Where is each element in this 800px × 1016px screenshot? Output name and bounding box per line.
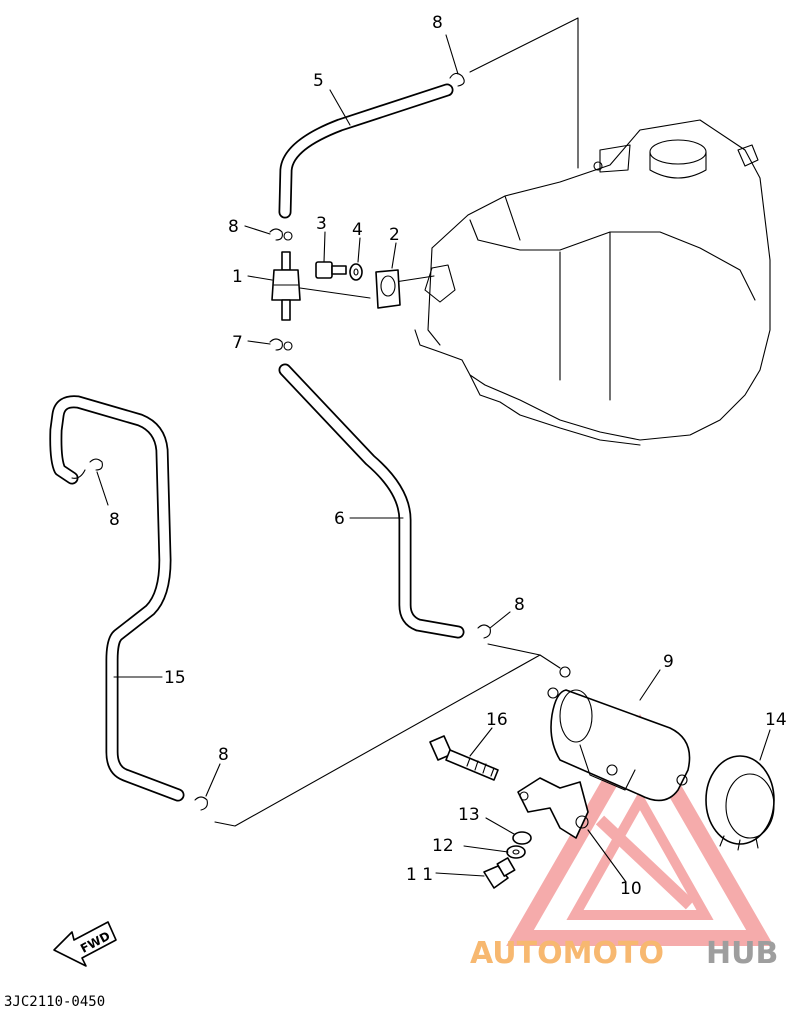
watermark-text: AUTOMOTO HUB bbox=[470, 936, 778, 971]
label-part-16: 16 bbox=[486, 710, 508, 730]
label-part-1: 1 bbox=[232, 267, 243, 287]
forward-arrow-icon: FWD bbox=[53, 921, 117, 967]
label-part-12: 12 bbox=[432, 836, 454, 856]
hose-6 bbox=[278, 363, 465, 639]
washer-part-12 bbox=[506, 845, 526, 859]
label-part-9: 9 bbox=[663, 652, 674, 672]
label-part-8: 8 bbox=[109, 510, 120, 530]
label-part-5: 5 bbox=[313, 71, 324, 91]
hose-15 bbox=[49, 395, 185, 802]
fuel-filter-part-1 bbox=[271, 251, 301, 321]
label-part-2: 2 bbox=[389, 225, 400, 245]
hose-clips bbox=[89, 72, 491, 811]
hose-5 bbox=[278, 83, 454, 219]
label-part-3: 3 bbox=[316, 214, 327, 234]
label-part-14: 14 bbox=[765, 710, 787, 730]
label-leaders bbox=[96, 34, 771, 883]
bolt-part-11 bbox=[483, 857, 516, 889]
ignition-coil-part-9 bbox=[547, 666, 691, 802]
label-part-7: 7 bbox=[232, 333, 243, 353]
watermark-text-part2: HUB bbox=[706, 936, 778, 971]
label-part-15: 15 bbox=[164, 668, 186, 688]
label-part-8: 8 bbox=[218, 745, 229, 765]
washer-part-4 bbox=[349, 263, 363, 281]
bracket-part-2 bbox=[375, 269, 401, 309]
label-part-13: 13 bbox=[458, 805, 480, 825]
fuel-tank bbox=[414, 119, 771, 446]
label-part-8: 8 bbox=[228, 217, 239, 237]
label-part-6: 6 bbox=[334, 509, 345, 529]
bolt-part-3 bbox=[315, 261, 347, 279]
label-part-8: 8 bbox=[514, 595, 525, 615]
label-part-8: 8 bbox=[432, 13, 443, 33]
drawing-code: 3JC2110-0450 bbox=[4, 994, 105, 1010]
label-part-4: 4 bbox=[352, 220, 363, 240]
guide-lines bbox=[214, 17, 579, 827]
bracket-part-10 bbox=[517, 777, 589, 839]
cap-part-14 bbox=[705, 755, 775, 851]
label-part-10: 10 bbox=[620, 879, 642, 899]
part-labels: 8 5 8 3 4 2 1 7 8 6 8 9 15 16 14 8 13 12… bbox=[109, 13, 787, 899]
bolt-part-16 bbox=[429, 735, 499, 781]
washer-part-13 bbox=[512, 831, 532, 845]
label-part-11: 1 1 bbox=[406, 865, 433, 885]
watermark-text-part1: AUTOMOTO bbox=[470, 936, 664, 971]
